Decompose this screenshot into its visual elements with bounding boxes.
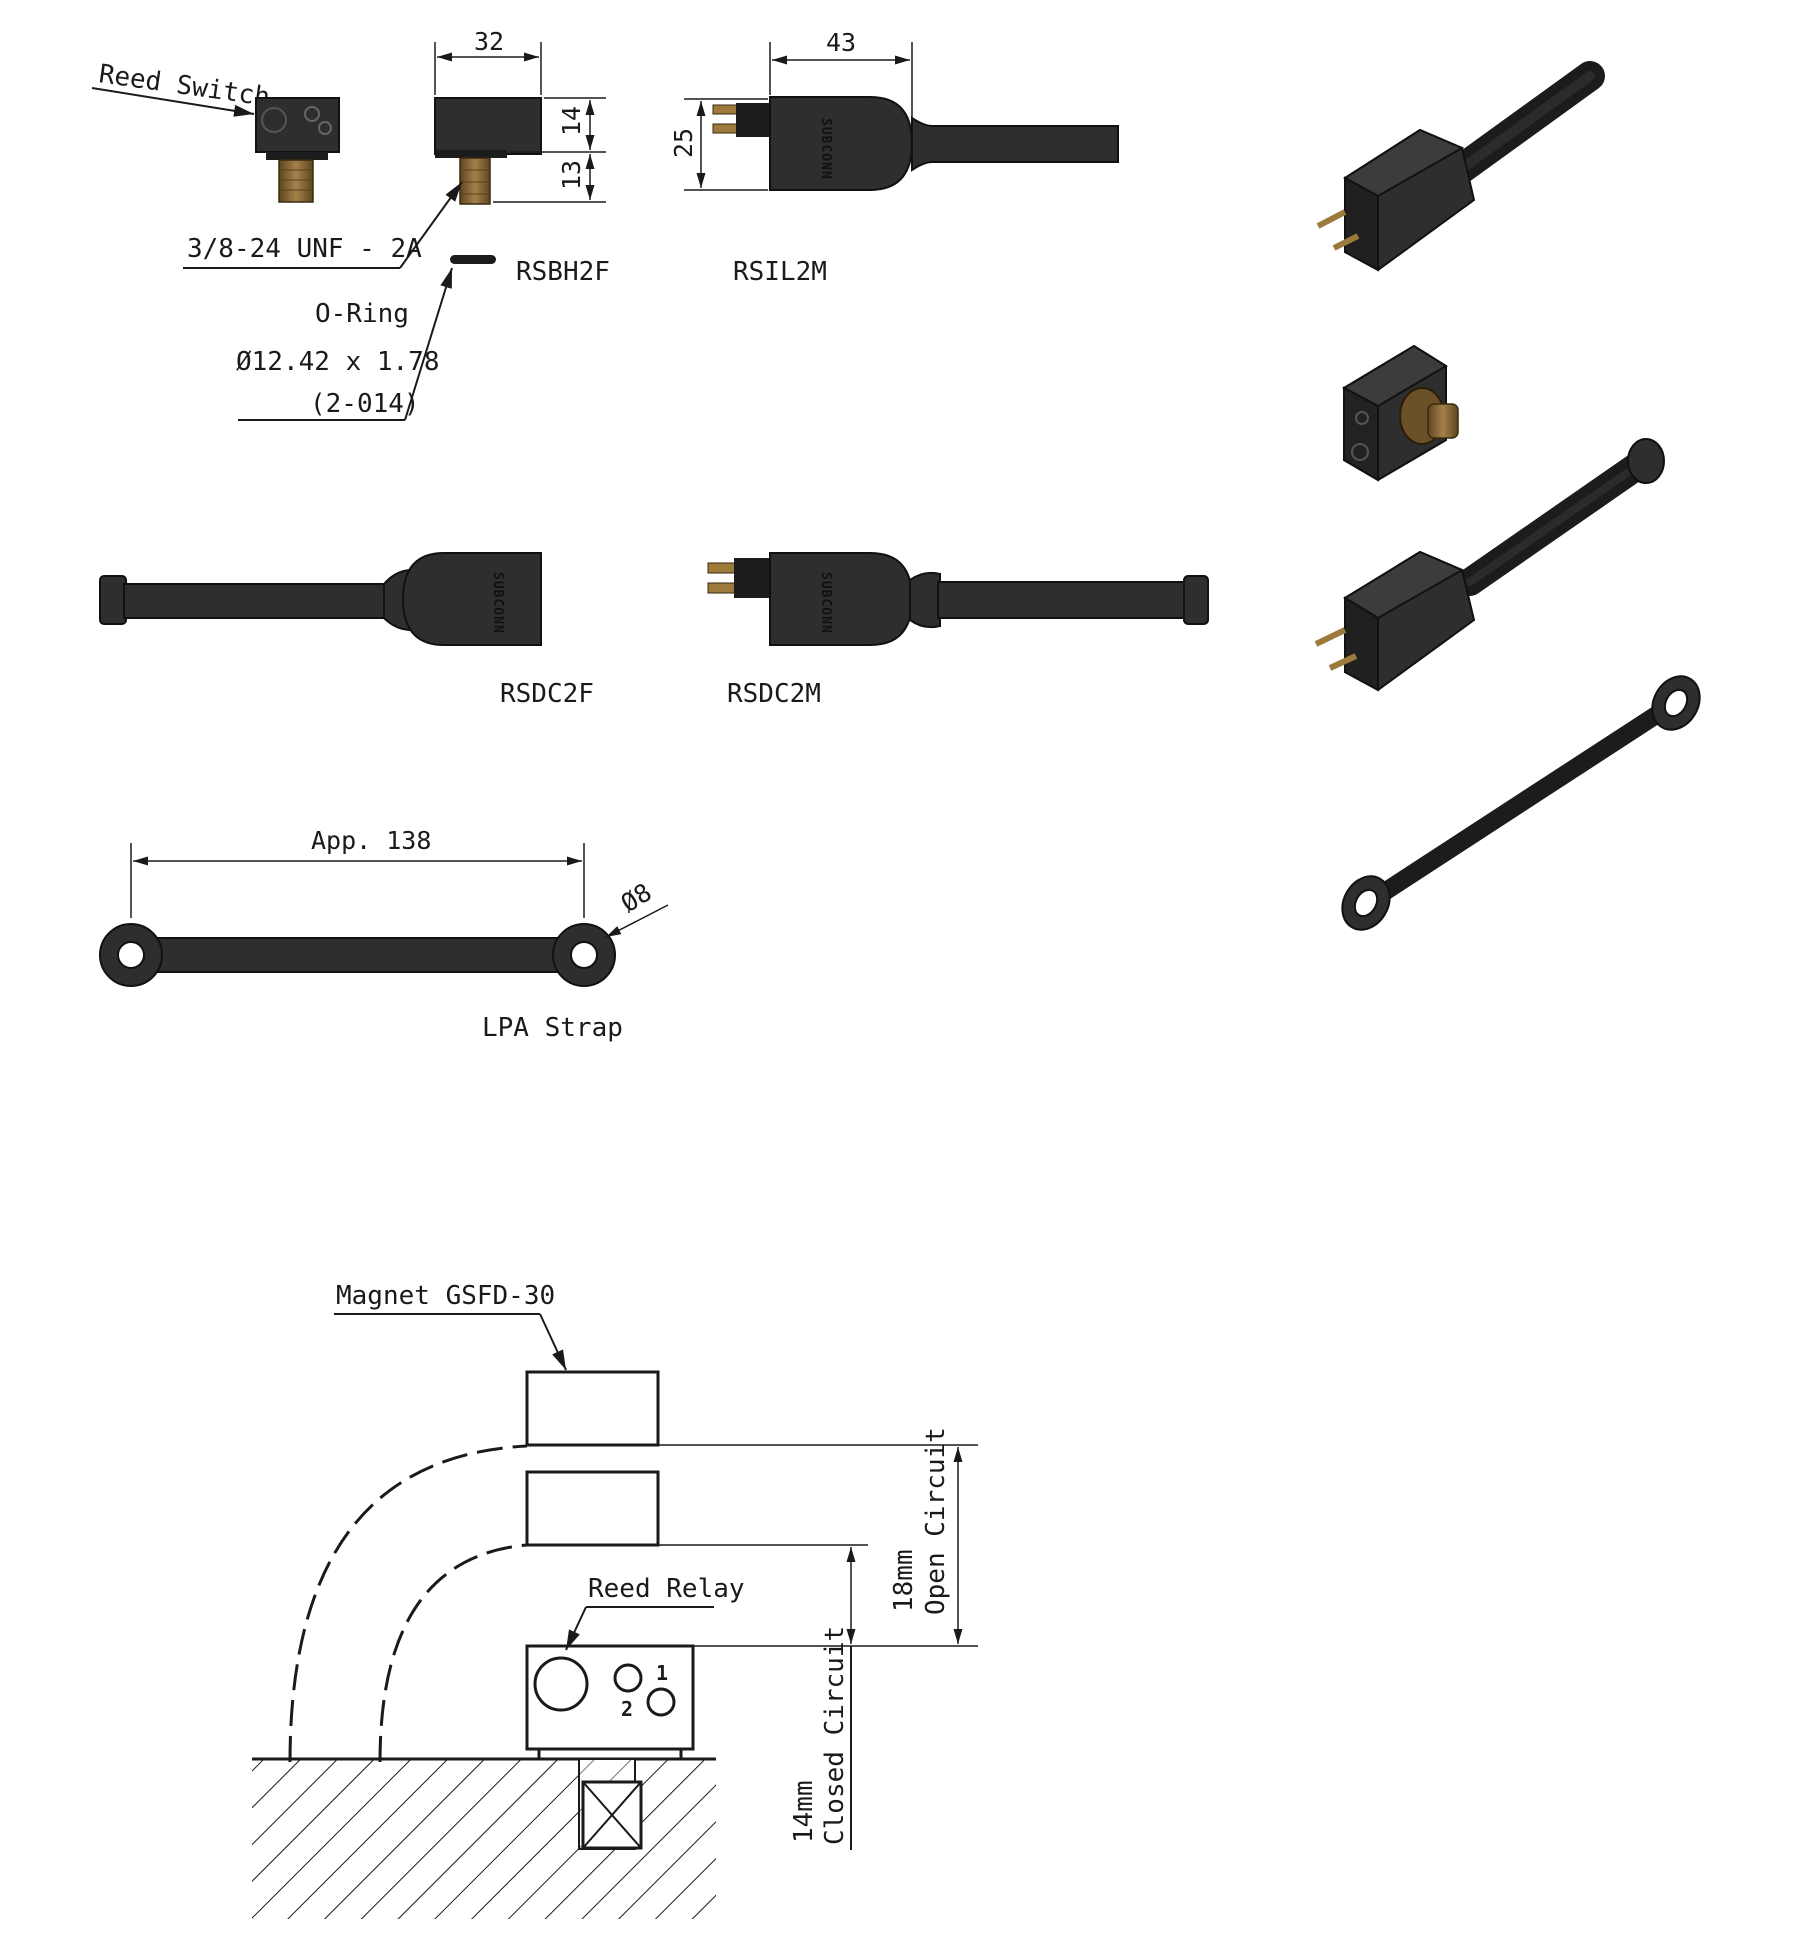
rsil2m-height-dim: 25 — [669, 128, 698, 158]
magnet-open-position — [525, 1370, 660, 1447]
thread-callout: 3/8-24 UNF - 2A — [183, 181, 463, 269]
oring-code: (2-014) — [310, 389, 420, 419]
rsdc2m-view: SUBCONN RSDC2M — [707, 552, 1209, 709]
strap-diameter-dim: Ø8 — [616, 878, 657, 919]
rsdc2f-label: RSDC2F — [500, 679, 594, 709]
closed-circuit-label: Closed Circuit — [820, 1626, 850, 1845]
strap-length-dim: App. 138 — [311, 826, 431, 855]
reed-relay-body — [525, 1644, 695, 1751]
open-circuit-label: Open Circuit — [921, 1427, 951, 1615]
lpa-strap-label: LPA Strap — [482, 1013, 623, 1043]
lpa-strap-view: App. 138 Ø8 LPA Strap — [99, 826, 669, 1043]
oring-callout: O-Ring Ø12.42 x 1.78 (2-014) — [236, 255, 496, 421]
magnet-label: Magnet GSFD-30 — [336, 1281, 555, 1311]
oring-size: Ø12.42 x 1.78 — [236, 347, 440, 377]
rsbh2f-view: 32 14 13 RSBH2F — [434, 27, 610, 287]
relay-pin-2: 2 — [621, 1697, 633, 1721]
open-circuit-distance: 18mm — [889, 1549, 919, 1612]
iso-reed-switch-render — [1341, 344, 1459, 482]
rsil2m-view: SUBCONN 43 25 RSIL2M — [669, 28, 1119, 287]
relay-pin-1: 1 — [656, 1661, 668, 1685]
closed-circuit-distance: 14mm — [789, 1780, 819, 1843]
rsbh2f-width-dim: 32 — [474, 27, 504, 56]
rsil2m-label: RSIL2M — [733, 257, 827, 287]
rsdc2f-brand: SUBCONN — [490, 572, 505, 634]
magnet-diagram: Magnet GSFD-30 2 1 Reed Relay Open Cir — [252, 1281, 978, 1919]
rsil2m-brand: SUBCONN — [818, 118, 833, 180]
rsil2m-length-dim: 43 — [826, 28, 856, 57]
rsdc2f-view: SUBCONN RSDC2F — [99, 552, 594, 709]
reed-relay-label: Reed Relay — [588, 1574, 745, 1604]
rsbh2f-label: RSBH2F — [516, 257, 610, 287]
thread-label: 3/8-24 UNF - 2A — [187, 234, 422, 264]
reed-switch-label: Reed Switch — [97, 59, 272, 113]
rsdc2m-brand: SUBCONN — [818, 572, 833, 634]
oring-title: O-Ring — [315, 299, 409, 329]
rsbh2f-thread-dim: 13 — [557, 160, 586, 190]
rsdc2m-label: RSDC2M — [727, 679, 821, 709]
rsbh2f-height-dim: 14 — [557, 106, 586, 136]
iso-rsil2m-render — [1316, 61, 1605, 272]
iso-lpa-strap-render — [1341, 675, 1701, 931]
magnet-closed-position — [525, 1470, 660, 1547]
iso-rsdc2m-render — [1314, 438, 1665, 692]
reed-switch-view: Reed Switch — [91, 59, 340, 203]
